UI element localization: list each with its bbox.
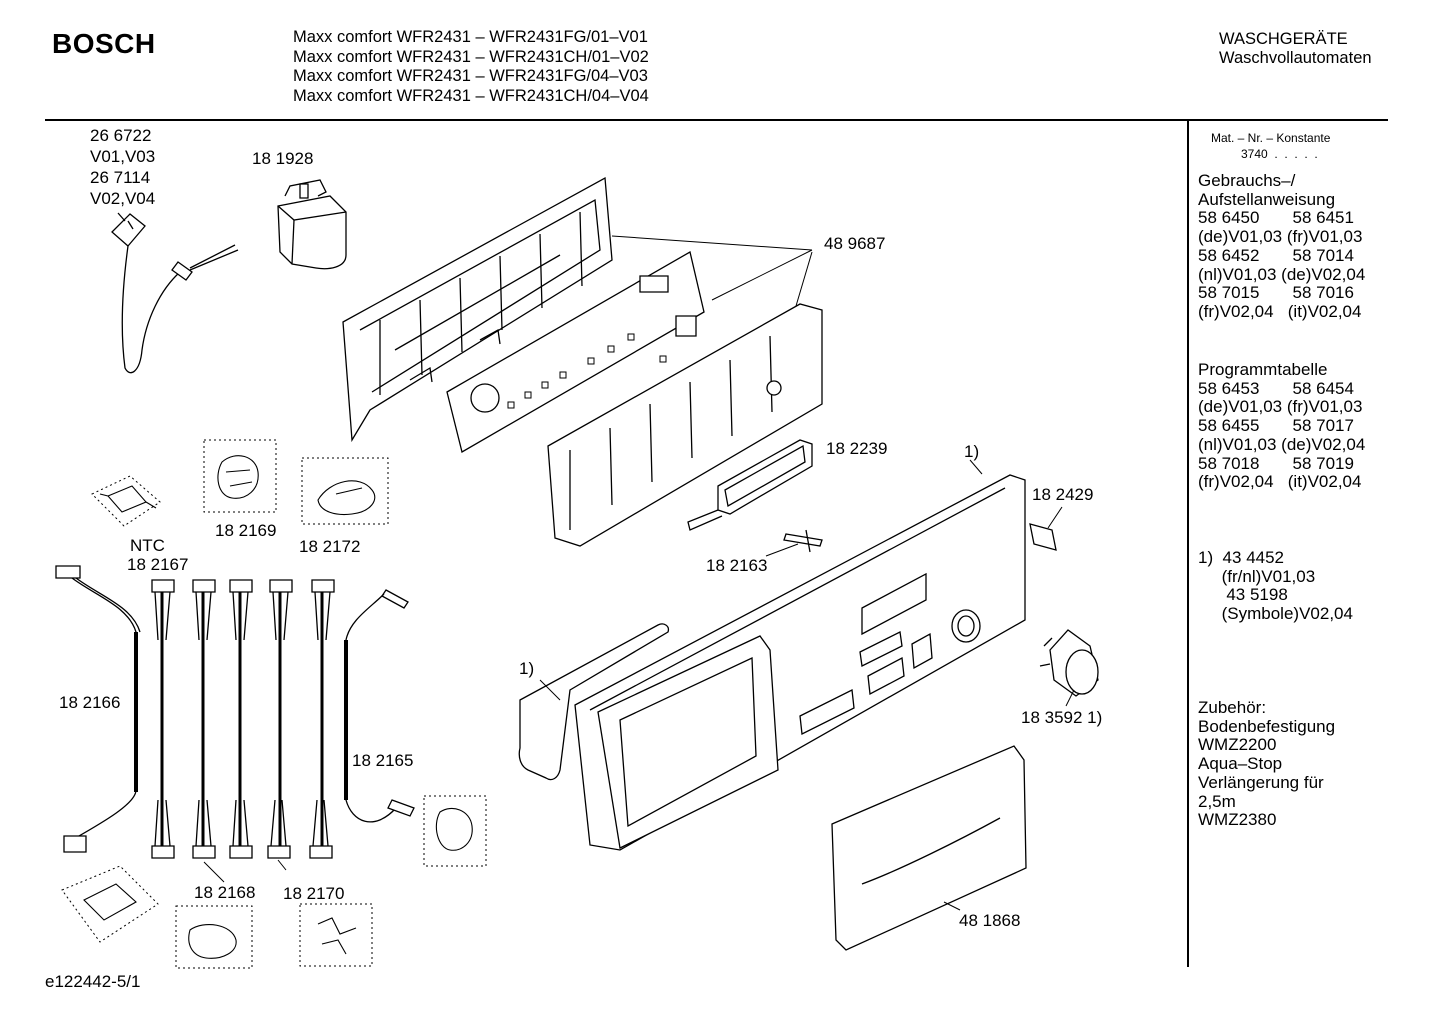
note-block: 1) 43 4452 (fr/nl)V01,03 43 5198 (Symbol… [1198, 548, 1353, 624]
footnote-marker: 1) [519, 659, 535, 678]
model-list: Maxx comfort WFR2431 – WFR2431FG/01–V01 … [293, 28, 649, 106]
control-panel-part [575, 475, 1025, 850]
material-value: 3740 . . . . . [1241, 147, 1318, 161]
accessory-line: Zubehör: [1198, 698, 1267, 717]
program-line: (nl)V01,03 (de)V02,04 [1198, 434, 1366, 454]
display-window-part [688, 440, 812, 530]
door-handle-part [832, 746, 1026, 950]
part-label: 26 7114 [90, 168, 151, 187]
model-line: Maxx comfort WFR2431 – WFR2431FG/04–V03 [293, 67, 648, 85]
accessory-line: WMZ2200 [1198, 735, 1277, 755]
manual-line: 58 6452 58 7014 [1198, 245, 1354, 265]
part-label: 18 3592 1) [1021, 708, 1103, 727]
program-line: 58 6453 58 6454 [1198, 378, 1354, 398]
accessory-line: Verlängerung für [1198, 772, 1324, 792]
manual-line: (fr)V02,04 (it)V02,04 [1198, 301, 1362, 321]
part-label: 26 6722 [90, 126, 152, 145]
category-subtitle: Waschvollautomaten [1219, 49, 1372, 67]
part-label: 48 9687 [824, 234, 886, 253]
ntc-label: NTC [130, 536, 165, 555]
model-line: Maxx comfort WFR2431 – WFR2431FG/01–V01 [293, 28, 648, 46]
manual-line: Aufstellanweisung [1198, 189, 1336, 209]
power-cord-part [112, 213, 238, 373]
leader-lines [204, 236, 1074, 910]
part-label: 18 2170 [283, 884, 345, 903]
program-knob-part [1040, 630, 1098, 696]
category-title: WASCHGERÄTE [1219, 30, 1348, 48]
footnote-marker: 1) [964, 442, 980, 461]
manual-line: (nl)V01,03 (de)V02,04 [1198, 264, 1366, 284]
model-line: Maxx comfort WFR2431 – WFR2431CH/01–V02 [293, 47, 649, 66]
manual-line: (de)V01,03 (fr)V01,03 [1198, 227, 1363, 247]
program-line: 58 6455 58 7017 [1198, 416, 1354, 436]
program-line: (de)V01,03 (fr)V01,03 [1198, 397, 1363, 417]
part-label: 18 2167 [127, 555, 189, 574]
cable-harness-group [56, 566, 414, 858]
drawing-id: e122442-5/1 [45, 972, 141, 991]
part-label: 18 2429 [1032, 485, 1094, 504]
note-line: 43 5198 [1198, 585, 1288, 605]
manual-line: 58 7015 58 7016 [1198, 283, 1354, 303]
clip-part [1030, 524, 1056, 550]
category-block: WASCHGERÄTE Waschvollautomaten [1219, 30, 1372, 68]
display-module-frame [548, 304, 822, 546]
part-label: 48 1868 [959, 911, 1021, 930]
manual-line: 58 6450 58 6451 [1198, 208, 1354, 228]
sidebar-divider [1187, 119, 1189, 967]
fastener-part [784, 530, 822, 552]
note-line: (Symbole)V02,04 [1198, 604, 1353, 624]
accessory-line: 2,5m [1198, 791, 1236, 811]
manual-line: Gebrauchs–/ [1198, 171, 1296, 190]
manual-block: Gebrauchs–/ Aufstellanweisung 58 6450 58… [1198, 171, 1366, 322]
model-line: Maxx comfort WFR2431 – WFR2431CH/04–V04 [293, 86, 649, 105]
program-line: Programmtabelle [1198, 360, 1328, 379]
variant-label: V01,V03 [90, 147, 156, 166]
program-line: 58 7018 58 7019 [1198, 453, 1354, 473]
part-label: 18 2165 [352, 751, 414, 770]
accessories-block: Zubehör: Bodenbefestigung WMZ2200 Aqua–S… [1198, 698, 1336, 830]
control-module-frame [343, 178, 612, 440]
accessory-line: Bodenbefestigung [1198, 716, 1336, 736]
panel-gasket-part [519, 624, 668, 780]
header-divider [45, 119, 1388, 121]
part-label: 18 2168 [194, 883, 256, 902]
variant-label: V02,V04 [90, 189, 156, 208]
part-label: 18 1928 [252, 149, 314, 168]
brand-logo: BOSCH [52, 28, 156, 59]
accessory-line: Aqua–Stop [1198, 754, 1283, 774]
program-line: (fr)V02,04 (it)V02,04 [1198, 472, 1362, 492]
part-label: 18 2166 [59, 693, 121, 712]
note-line: (fr/nl)V01,03 [1198, 566, 1316, 586]
note-line: 1) 43 4452 [1198, 548, 1285, 567]
suppressor-part [278, 180, 346, 269]
part-label: 18 2169 [215, 521, 277, 540]
electronic-board [447, 252, 704, 452]
part-label: 18 2239 [826, 439, 888, 458]
program-block: Programmtabelle 58 6453 58 6454 (de)V01,… [1198, 360, 1366, 492]
accessory-line: WMZ2380 [1198, 810, 1277, 830]
material-label: Mat. – Nr. – Konstante [1211, 131, 1331, 145]
part-label: 18 2172 [299, 537, 361, 556]
detail-boxes [62, 440, 486, 968]
part-label: 18 2163 [706, 556, 768, 575]
